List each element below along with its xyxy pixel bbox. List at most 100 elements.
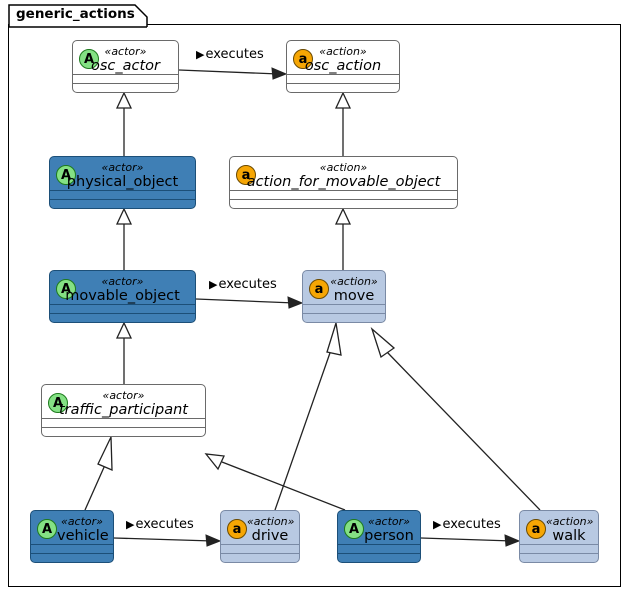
actor-badge-icon: A [48,393,68,413]
class-header: A «actor» physical_object [50,157,195,208]
class-compartments [221,544,299,562]
actor-badge-icon: A [344,519,364,539]
class-compartments [520,544,598,562]
class-person[interactable]: A «actor» person [337,510,421,563]
stereotype-label: «action» [319,45,367,58]
class-vehicle[interactable]: A «actor» vehicle [30,510,114,563]
class-osc_actor[interactable]: A «actor» osc_actor [72,40,179,93]
compartment-separator [50,313,195,314]
compartment-separator [303,313,385,314]
class-movable_object[interactable]: A «actor» movable_object [49,270,196,323]
stereotype-label: «action» [247,515,295,528]
operations-compartment [31,554,113,562]
class-header: A «actor» movable_object [50,271,195,322]
compartment-separator [287,83,399,84]
compartment-separator [303,304,385,305]
compartment-separator [31,544,113,545]
stereotype-label: «action» [330,275,378,288]
attributes-compartment [230,191,457,199]
actor-badge-icon: A [37,519,57,539]
class-header: A «actor» vehicle [31,511,113,562]
class-compartments [303,304,385,322]
edge-label-executes-3: ▶executes [126,517,194,532]
attributes-compartment [42,419,205,427]
class-header: a «action» walk [520,511,598,562]
stereotype-label: «actor» [101,161,144,174]
actor-badge-icon: A [79,49,99,69]
action-badge-icon: a [227,519,247,539]
operations-compartment [338,554,420,562]
compartment-separator [230,199,457,200]
class-name-label: walk [552,528,586,544]
class-walk[interactable]: a «action» walk [519,510,599,563]
class-action_for_movable_object[interactable]: a «action» action_for_movable_object [229,156,458,209]
class-compartments [287,74,399,92]
attributes-compartment [287,75,399,83]
class-name-label: person [364,528,414,544]
class-title-block: «action» walk [520,511,598,548]
stereotype-label: «actor» [368,515,410,528]
class-traffic_participant[interactable]: A «actor» traffic_participant [41,384,206,437]
class-title-block: «actor» movable_object [50,271,195,308]
class-compartments [230,190,457,208]
class-title-block: «action» action_for_movable_object [230,157,457,194]
compartment-separator [42,418,205,419]
attributes-compartment [221,545,299,553]
class-osc_action[interactable]: a «action» osc_action [286,40,400,93]
class-header: A «actor» osc_actor [73,41,178,92]
class-title-block: «actor» physical_object [50,157,195,194]
class-compartments [73,74,178,92]
class-title-block: «action» drive [221,511,299,548]
compartment-separator [520,544,598,545]
edge-label-text: executes [442,517,501,532]
class-title-block: «actor» person [338,511,420,548]
package-title: generic_actions [16,6,135,22]
class-header: A «actor» traffic_participant [42,385,205,436]
class-header: a «action» drive [221,511,299,562]
class-name-label: traffic_participant [59,402,188,418]
compartment-separator [221,544,299,545]
operations-compartment [42,428,205,436]
class-title-block: «action» move [303,271,385,308]
operations-compartment [50,200,195,208]
class-title-block: «actor» traffic_participant [42,385,205,422]
class-drive[interactable]: a «action» drive [220,510,300,563]
class-title-block: «action» osc_action [287,41,399,78]
edge-label-text: executes [218,277,277,292]
stereotype-label: «actor» [102,389,145,402]
operations-compartment [303,314,385,322]
compartment-separator [338,553,420,554]
attributes-compartment [520,545,598,553]
class-compartments [31,544,113,562]
class-header: A «actor» person [338,511,420,562]
compartment-separator [31,553,113,554]
compartment-separator [221,553,299,554]
operations-compartment [520,554,598,562]
attributes-compartment [50,191,195,199]
operations-compartment [230,200,457,208]
edge-label-executes-4: ▶executes [433,517,501,532]
compartment-separator [73,83,178,84]
class-header: a «action» osc_action [287,41,399,92]
class-move[interactable]: a «action» move [302,270,386,323]
edge-label-executes-2: ▶executes [209,277,277,292]
attributes-compartment [303,305,385,313]
class-compartments [338,544,420,562]
class-name-label: physical_object [66,174,179,190]
package-tab [8,4,148,28]
edge-label-text: executes [205,47,264,62]
attributes-compartment [338,545,420,553]
direction-triangle-icon: ▶ [209,278,218,291]
class-name-label: osc_actor [90,58,161,74]
operations-compartment [287,84,399,92]
compartment-separator [50,199,195,200]
class-physical_object[interactable]: A «actor» physical_object [49,156,196,209]
stereotype-label: «action» [319,161,368,174]
class-compartments [50,190,195,208]
class-compartments [50,304,195,322]
operations-compartment [221,554,299,562]
actor-badge-icon: A [56,279,76,299]
compartment-separator [50,190,195,191]
class-header: a «action» action_for_movable_object [230,157,457,208]
